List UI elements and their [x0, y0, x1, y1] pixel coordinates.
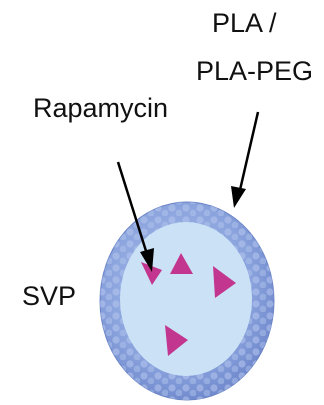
- svp-label: SVP: [22, 283, 76, 310]
- rapamycin-label: Rapamycin: [33, 95, 168, 122]
- pla-arrow-head: [231, 186, 246, 208]
- pla-arrow-line: [240, 112, 258, 190]
- pla-peg-label: PLA-PEG: [196, 58, 313, 85]
- particle-core: [120, 222, 252, 376]
- pla-label: PLA /: [212, 10, 277, 37]
- nanoparticle: [100, 202, 274, 400]
